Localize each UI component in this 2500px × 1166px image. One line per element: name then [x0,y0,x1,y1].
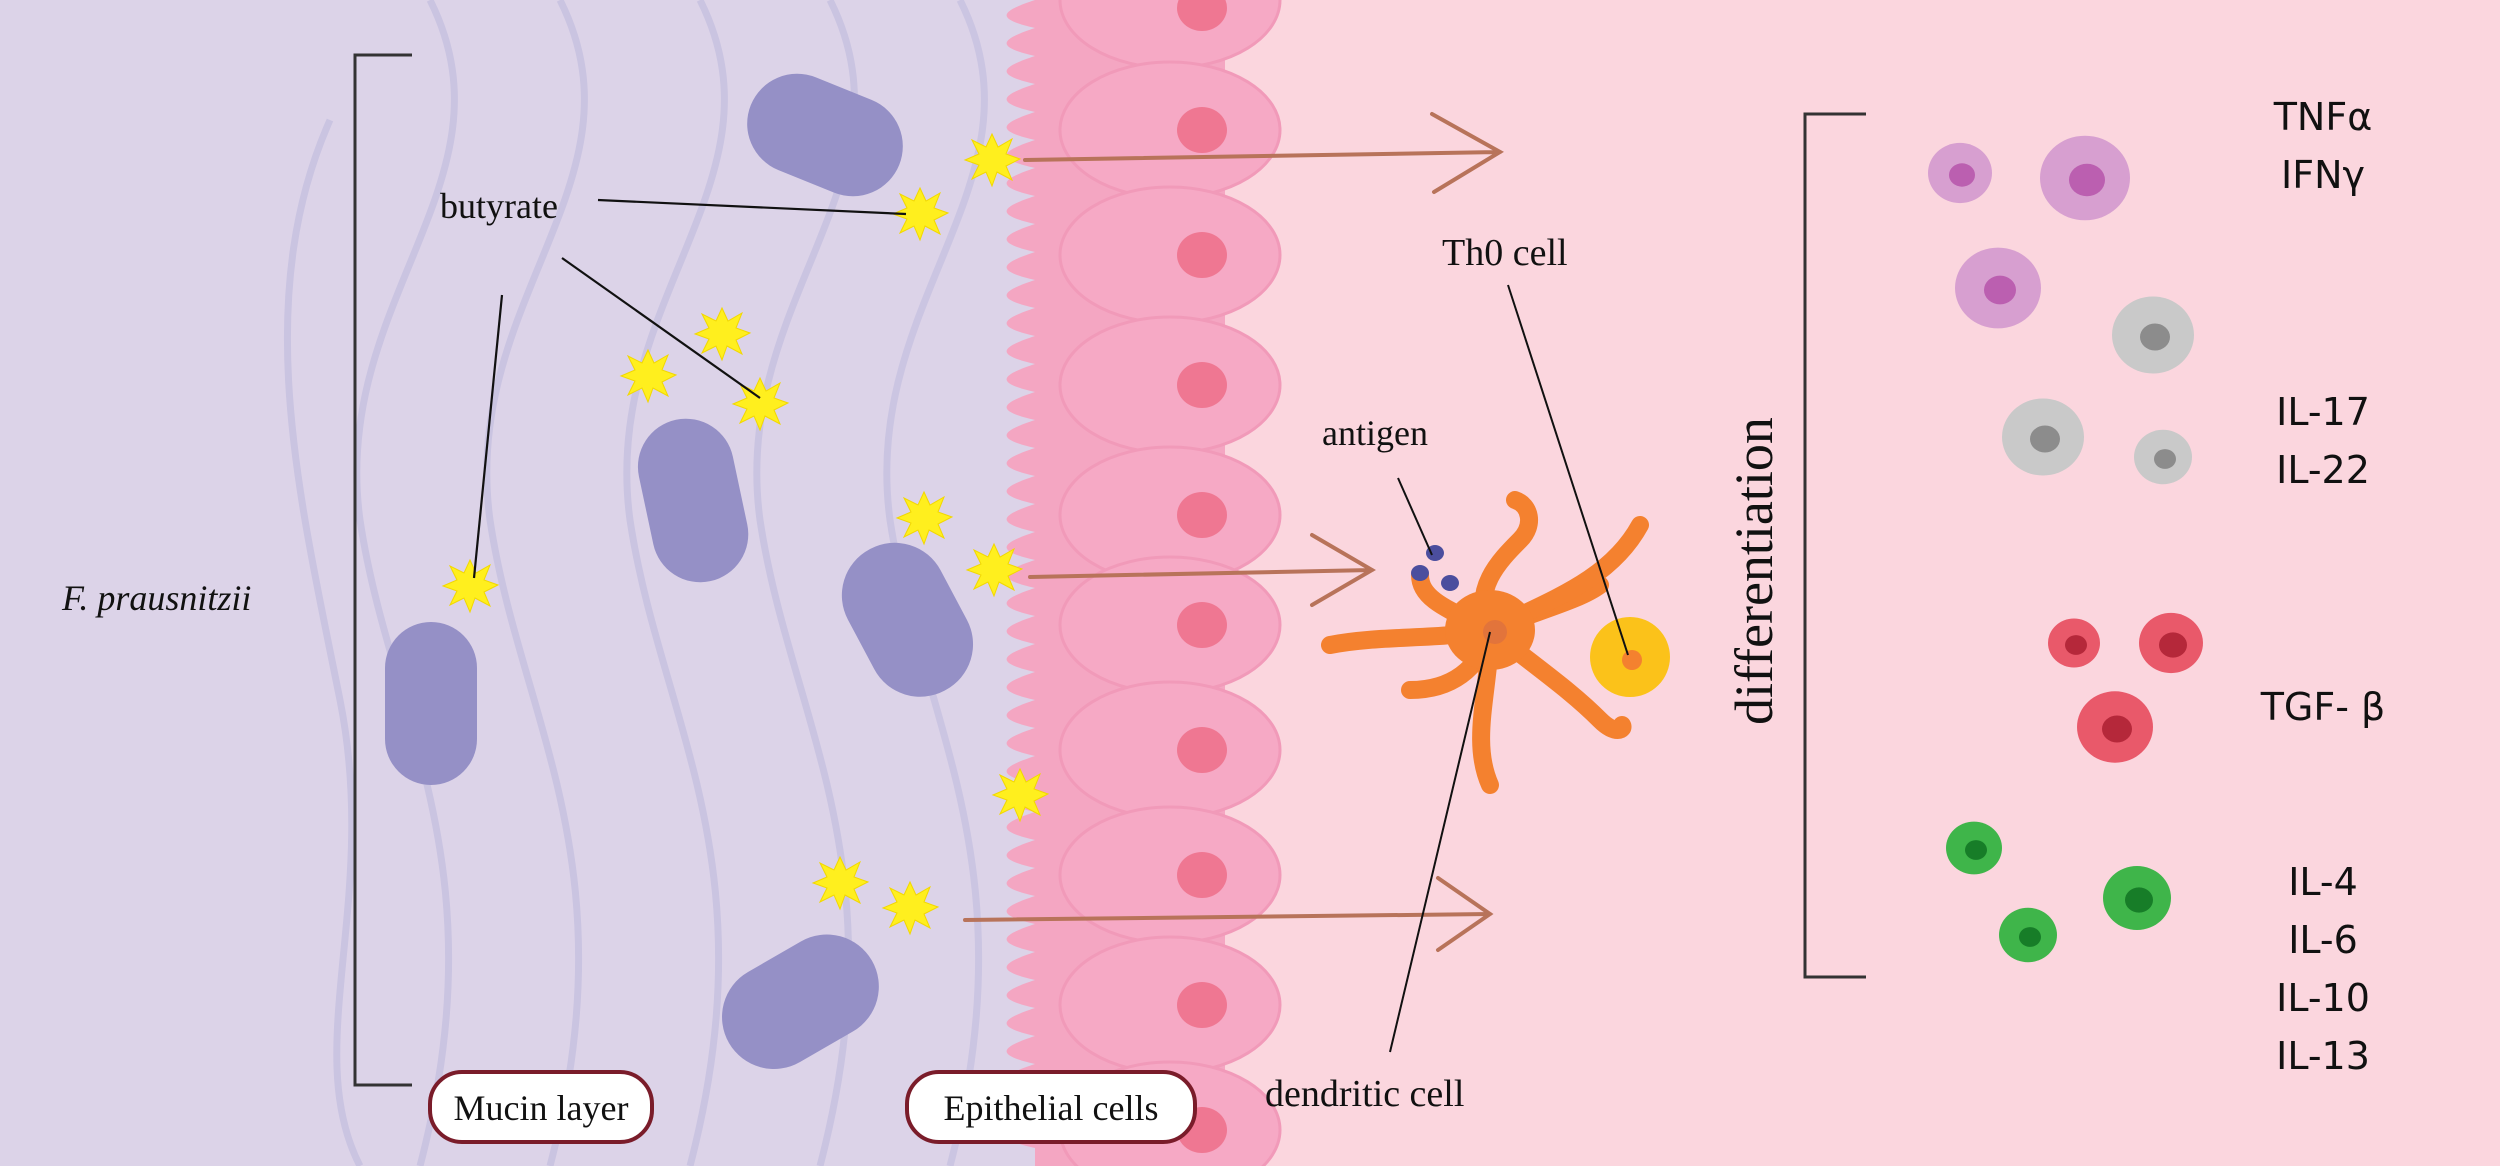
epithelial-nucleus [1177,107,1227,153]
antigen-particles [1411,545,1459,591]
antigen-label: antigen [1322,413,1428,453]
cytokine-label: IFNγ [2281,153,2365,197]
cytokine-label: IL-4 [2288,860,2358,904]
cell-pointers [1389,284,1629,1053]
cytokine-label: IL-10 [2276,976,2370,1020]
cell-nucleus [1949,163,1975,187]
transport-arrow [963,876,1494,952]
cell-nucleus [2159,632,2187,658]
epithelial-nucleus [1177,232,1227,278]
pointer-line [561,257,761,399]
bacterium [385,622,477,785]
bacterium [747,73,903,197]
transport-arrow [1028,533,1376,607]
epithelial-cell [1058,185,1282,325]
epithelial-nucleus [1177,602,1227,648]
epithelial-nucleus [1177,492,1227,538]
dendritic-cell [1321,491,1649,794]
bacterium [722,934,879,1069]
mucin-layer-label: Mucin layer [454,1088,629,1128]
epithelial-cell [1058,805,1282,945]
cytokine-label: IL-22 [2276,448,2370,492]
cytokine-label: IL-13 [2276,1034,2370,1078]
bacterium [637,418,749,583]
epithelial-nucleus [1177,362,1227,408]
epithelial-cells-label: Epithelial cells [944,1088,1159,1128]
cell-nucleus [2125,887,2153,913]
cell-nucleus [2154,449,2176,469]
epithelial-nucleus [1177,852,1227,898]
organism-label: F. prausnitzii [61,578,251,618]
th0-pointer [1507,284,1629,656]
epithelial-cells-box: Epithelial cells [905,1070,1197,1144]
cytokine-label: TGF- β [2260,685,2386,729]
cytokine-label: IL-17 [2276,390,2370,434]
right-bracket [1803,112,1866,979]
bacterium [841,542,974,697]
cell-nucleus [2065,635,2087,655]
cytokine-label: IL-6 [2288,918,2358,962]
epithelial-layer [1006,0,1282,1166]
cell-nucleus [2140,323,2170,351]
th0-cell [1590,617,1670,697]
epithelial-cell [1058,680,1282,820]
cell-nucleus [1984,275,2016,305]
cell-nucleus [2102,715,2132,743]
cell-nucleus [2019,927,2041,947]
epithelial-nucleus [1177,727,1227,773]
cell-nucleus [2069,163,2105,197]
butyrate-pointers [472,198,907,579]
epithelium-villi-edge [1006,0,1060,1166]
epithelial-cell [1058,935,1282,1075]
transport-arrow [1023,112,1504,194]
epithelial-nucleus [1177,0,1227,31]
pointer-line [597,198,907,216]
bacteria [385,73,974,1069]
butyrate-label: butyrate [440,186,558,226]
cell-nucleus [1965,840,1987,860]
differentiated-cells [1928,135,2203,963]
antigen-pointer [1397,477,1433,556]
epithelial-cell [1058,315,1282,455]
mucin-layer-box: Mucin layer [428,1070,654,1144]
pointer-line [472,294,504,579]
transport-arrows [963,112,1504,952]
th0-label: Th0 cell [1442,232,1568,274]
left-bracket [353,53,412,1087]
epithelial-cell [1058,60,1282,200]
cytokine-label: TNFα [2273,95,2373,139]
cell-nucleus [2030,425,2060,453]
differentiation-label: differentiation [1724,417,1784,725]
dendritic-pointer [1389,631,1491,1053]
dendritic-label: dendritic cell [1265,1073,1464,1115]
epithelial-nucleus [1177,982,1227,1028]
epithelial-cells [1058,0,1282,1166]
